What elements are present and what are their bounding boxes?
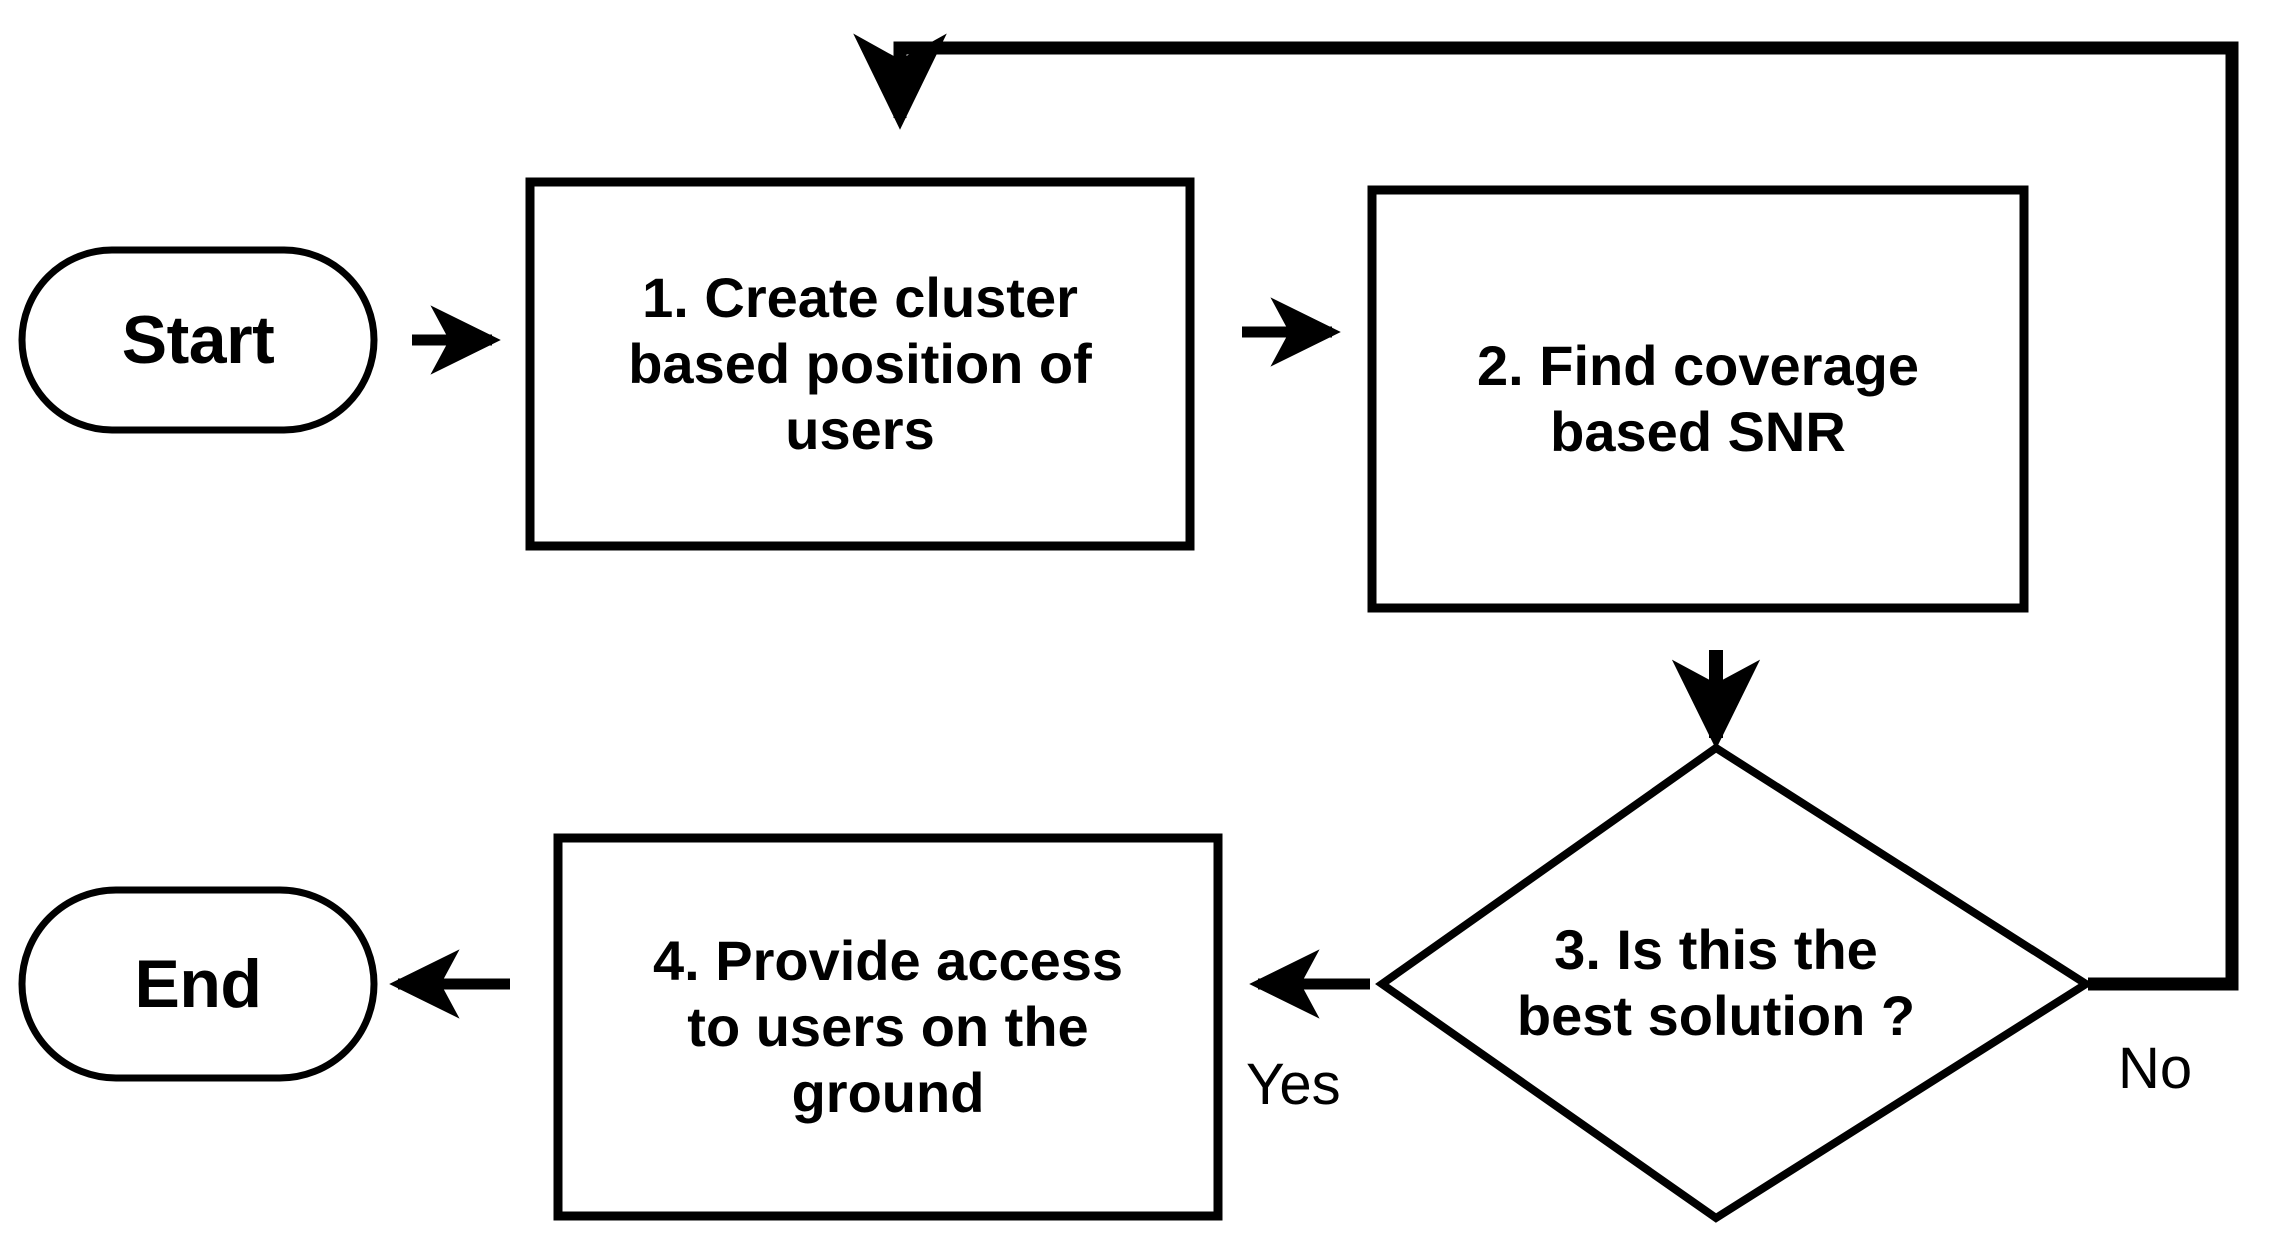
node-step3-shape [1375, 743, 2094, 1223]
edge-step3-to-step1-no [853, 33, 2239, 991]
node-end-shape [18, 886, 378, 1082]
node-step4-shape [553, 833, 1223, 1221]
node-step1-shape [525, 177, 1195, 551]
node-start-shape [18, 246, 378, 434]
node-step2-shape [1367, 185, 2029, 613]
